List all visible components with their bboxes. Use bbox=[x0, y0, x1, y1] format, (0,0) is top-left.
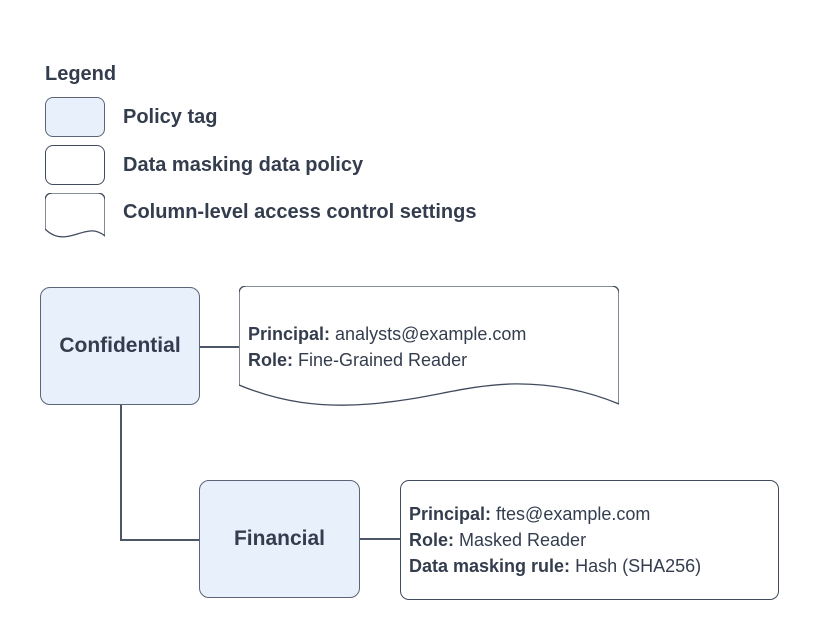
policy-tag-label-confidential: Confidential bbox=[59, 334, 181, 357]
principal-line: Principal: analysts@example.com bbox=[248, 324, 527, 344]
role-line: Role: Masked Reader bbox=[409, 530, 587, 550]
policy-tag-swatch-icon bbox=[45, 97, 105, 137]
legend-title: Legend bbox=[45, 63, 117, 85]
document-shape-icon bbox=[45, 193, 105, 238]
role-line: Role: Fine-Grained Reader bbox=[248, 350, 468, 370]
legend: Legend Policy tag Data masking data poli… bbox=[45, 63, 476, 239]
connector-financial-to-data-policy bbox=[360, 538, 400, 540]
legend-item-access-control-settings: Column-level access control settings bbox=[45, 193, 476, 239]
policy-tag-label-financial: Financial bbox=[233, 527, 326, 550]
document-shape bbox=[239, 286, 619, 406]
data-masking-policy-swatch-icon bbox=[45, 145, 105, 185]
policy-tag-node-confidential: Confidential bbox=[40, 287, 200, 405]
confidential-access-settings-text: Principal: analysts@example.com Role: Fi… bbox=[248, 321, 526, 373]
confidential-access-settings-document: Principal: analysts@example.com Role: Fi… bbox=[239, 286, 619, 410]
legend-item-policy-tag: Policy tag bbox=[45, 97, 476, 137]
principal-line: Principal: ftes@example.com bbox=[409, 504, 651, 524]
policy-tag-node-financial: Financial bbox=[199, 480, 360, 598]
connector-confidential-to-financial-horizontal bbox=[120, 539, 200, 541]
legend-label-data-masking-policy: Data masking data policy bbox=[123, 153, 364, 176]
financial-data-masking-policy-box: Principal: ftes@example.com Role: Masked… bbox=[400, 480, 779, 600]
legend-label-access-control-settings: Column-level access control settings bbox=[123, 201, 477, 223]
connector-confidential-to-settings bbox=[200, 346, 239, 348]
connector-confidential-to-financial-vertical bbox=[120, 405, 122, 540]
data-masking-rule-line: Data masking rule: Hash (SHA256) bbox=[409, 556, 702, 576]
legend-label-policy-tag: Policy tag bbox=[123, 105, 218, 128]
legend-item-data-masking-policy: Data masking data policy bbox=[45, 145, 476, 185]
